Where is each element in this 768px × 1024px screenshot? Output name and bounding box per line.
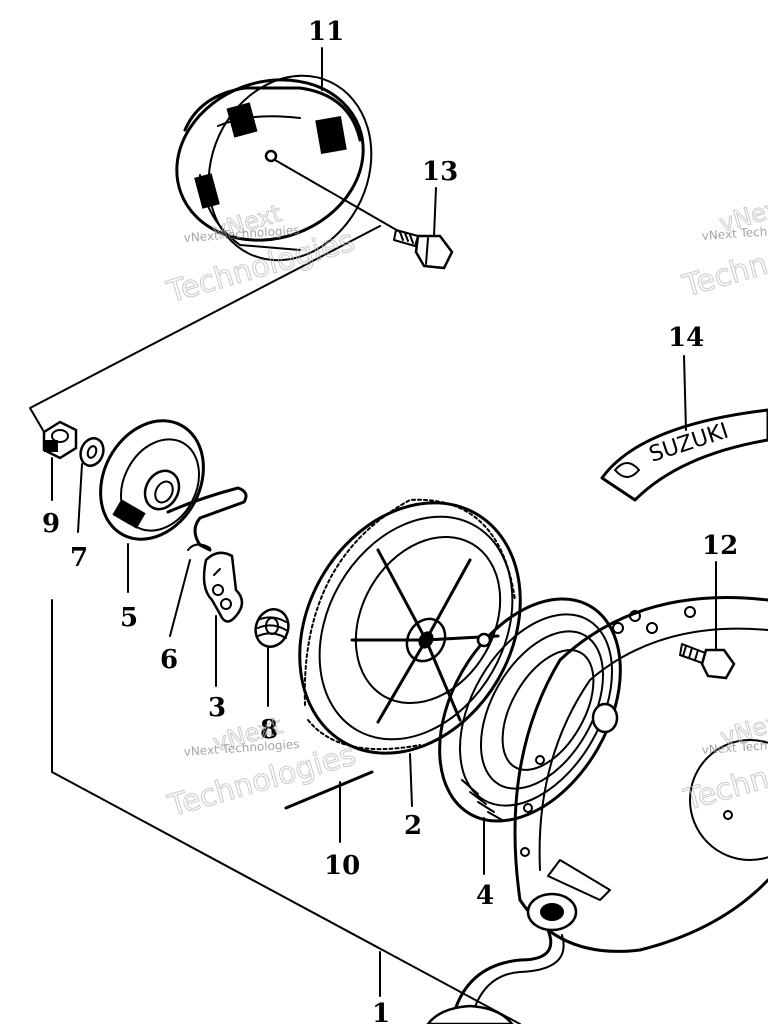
part-11-starter-cup (175, 74, 373, 262)
callout-6: 6 (160, 645, 178, 675)
part-7-washer (79, 437, 105, 467)
callout-14: 14 (668, 323, 704, 353)
callout-11: 11 (308, 17, 344, 47)
part-6-spring-clip (166, 486, 248, 552)
callout-9: 9 (42, 509, 60, 539)
part-5-guide-plate (99, 419, 205, 541)
callout-12: 12 (702, 531, 738, 561)
part-4-recoil-spring (438, 597, 622, 823)
callout-4: 4 (476, 881, 494, 911)
part-3-ratchet-pawl (202, 551, 244, 623)
part-1-starter-case (426, 596, 768, 1024)
callout-labels: 11 13 14 9 7 5 6 3 8 2 10 4 12 1 (42, 17, 738, 1024)
part-9-nut (42, 420, 78, 460)
callout-10: 10 (324, 851, 360, 881)
assembly-lines (29, 225, 521, 1024)
callout-2: 2 (404, 811, 422, 841)
case-holes (520, 606, 733, 857)
leader-lines (51, 47, 717, 997)
part-2-rope-reel (298, 498, 522, 755)
part-13-bolt (274, 159, 454, 270)
callout-13: 13 (422, 157, 458, 187)
callout-5: 5 (120, 603, 138, 633)
watermark-mid-left: vNext Technologies (163, 711, 360, 825)
callout-7: 7 (70, 543, 88, 573)
part-8-spring (254, 608, 290, 648)
part-12-screw (679, 643, 736, 680)
callout-3: 3 (208, 693, 226, 723)
callout-1: 1 (372, 999, 390, 1024)
callout-8: 8 (260, 715, 278, 745)
part-10-rope-end (284, 770, 374, 810)
